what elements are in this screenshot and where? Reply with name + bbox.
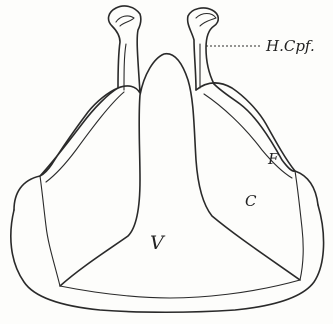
left-hook — [116, 16, 134, 26]
right-lobe-inner — [295, 171, 303, 280]
right-strut-inner — [204, 94, 292, 178]
label-frame: F — [267, 150, 279, 168]
ventral-plate-outline — [60, 54, 300, 286]
left-stalk — [109, 6, 141, 93]
left-stalk-inner — [124, 44, 126, 90]
label-ventral-plate: V — [150, 232, 166, 254]
right-hook — [196, 14, 216, 27]
label-head-capsule-fragment: H.Cpf. — [265, 37, 315, 55]
left-strut-inner — [46, 92, 124, 182]
right-strut — [214, 84, 295, 171]
left-lobe-inner — [40, 176, 60, 286]
right-stalk — [188, 8, 219, 90]
base-rim — [60, 280, 300, 298]
base-outline — [11, 205, 324, 312]
label-cardo: C — [245, 192, 257, 210]
